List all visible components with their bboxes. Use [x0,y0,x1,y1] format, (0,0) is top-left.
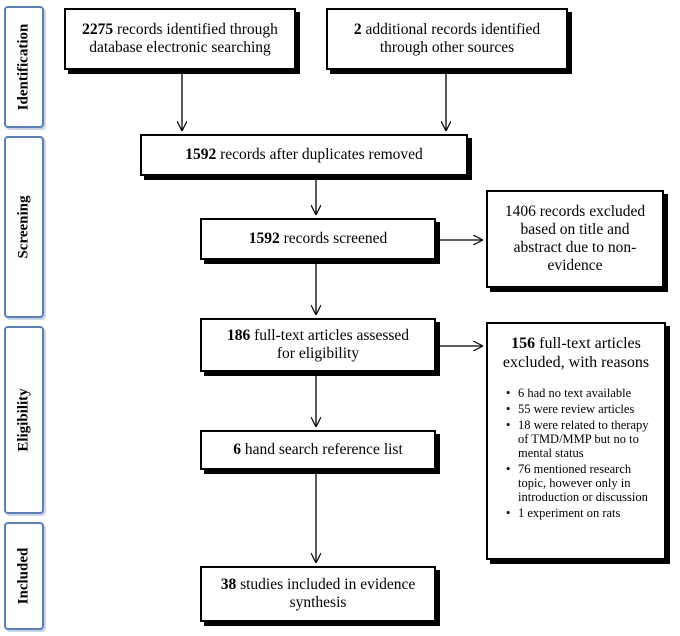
exclusion-reason: 76 mentioned research topic, however onl… [506,462,658,504]
box-excluded-title-abstract: 1406 records excluded based on title and… [486,190,664,288]
included-studies-count: 38 [220,576,237,593]
phase-included-label: Included [15,547,32,605]
phase-identification-label: Identification [15,23,32,111]
box-hand-search: 6 hand search reference list [200,430,436,470]
after-duplicates-text: records after duplicates removed [216,146,423,163]
records-screened-count: 1592 [248,230,280,247]
box-fulltext-excluded: 156 full-text articles excluded, with re… [486,322,666,560]
phase-screening: Screening [4,136,44,318]
phase-eligibility-label: Eligibility [15,388,32,452]
box-included-studies: 38 studies included in evidence synthesi… [200,566,436,622]
box-database-records: 2275 records identified through database… [64,8,296,70]
phase-identification: Identification [4,6,44,128]
excluded-title-abstract-text: 1406 records excluded based on title and… [504,203,646,274]
other-records-count: 2 [353,21,362,38]
box-other-records: 2 additional records identified through … [326,8,568,70]
phase-included: Included [4,522,44,630]
phase-eligibility: Eligibility [4,326,44,514]
exclusion-reasons-list: 6 had no text available 55 were review a… [494,386,658,522]
other-records-text: additional records identified through ot… [361,21,541,56]
fulltext-excluded-count: 156 [511,335,536,352]
database-records-count: 2275 [82,21,114,38]
phase-screening-label: Screening [15,195,32,259]
records-screened-text: records screened [279,230,388,247]
fulltext-assessed-text: full-text articles assessed for eligibil… [250,327,410,362]
exclusion-reason: 1 experiment on rats [506,506,658,520]
box-records-screened: 1592 records screened [200,218,436,260]
exclusion-reason: 6 had no text available [506,386,658,400]
exclusion-reason: 55 were review articles [506,402,658,416]
box-fulltext-assessed: 186 full-text articles assessed for elig… [200,318,436,372]
hand-search-text: hand search reference list [240,441,403,458]
after-duplicates-count: 1592 [185,146,217,163]
hand-search-count: 6 [233,441,241,458]
box-after-duplicates: 1592 records after duplicates removed [140,134,468,176]
exclusion-reason: 18 were related to therapy of TMD/MMP bu… [506,418,658,460]
database-records-text: records identified through database elec… [89,21,278,56]
fulltext-assessed-count: 186 [226,327,251,344]
fulltext-excluded-text: full-text articles excluded, with reason… [502,335,650,371]
included-studies-text: studies included in evidence synthesis [236,576,416,611]
